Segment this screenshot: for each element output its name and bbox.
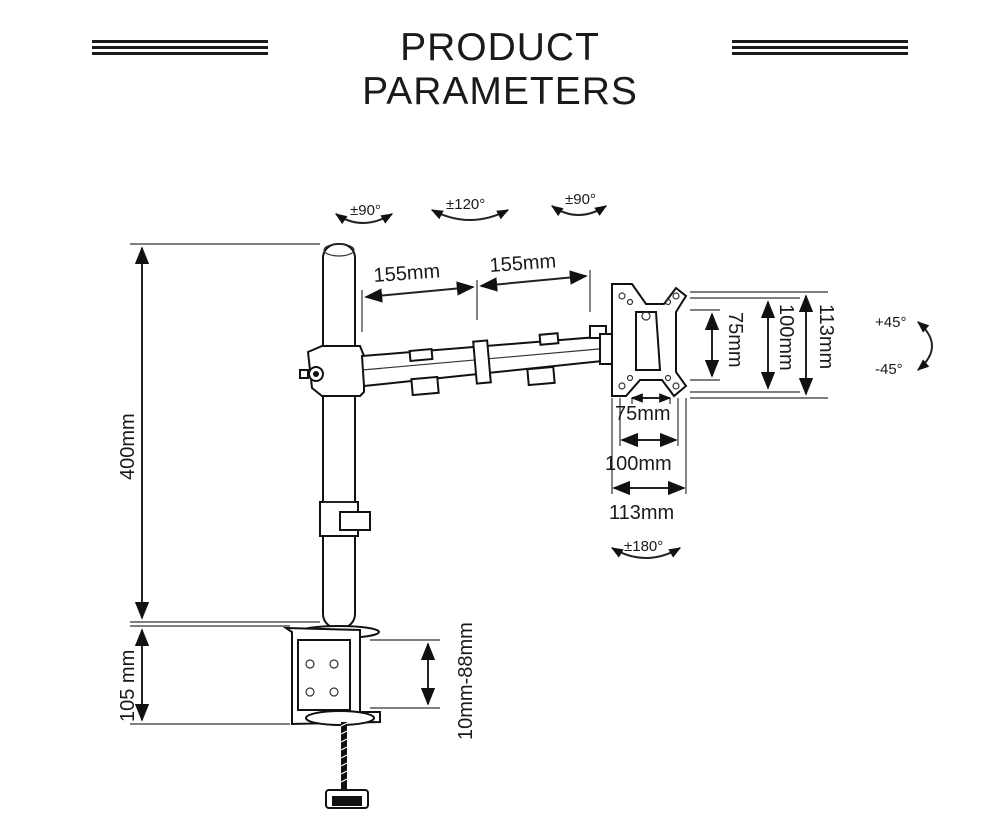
desk-clamp (282, 625, 381, 809)
vesa-width-100-label: 100mm (605, 453, 672, 475)
vesa-height-113-label: 113mm (815, 304, 837, 369)
arm-segment-1-label: 155mm (373, 260, 441, 287)
vesa-plate (611, 283, 688, 398)
pole (319, 243, 371, 629)
tilt-up-label: +45° (875, 314, 906, 331)
clamp-height-label: 105 mm (117, 650, 139, 722)
vesa-width-dimensions (611, 393, 687, 496)
pole-height-dimension (130, 243, 320, 623)
title-decoration-left (92, 40, 268, 56)
vesa-height-75-label: 75mm (724, 312, 746, 368)
arm-length-dimension (361, 270, 591, 332)
title-decoration-right (732, 40, 908, 56)
rotation-label-arm-joint-3: ±90° (565, 191, 596, 208)
arm-segment-2-label: 155mm (489, 250, 557, 277)
vesa-width-75-label: 75mm (615, 403, 671, 425)
desk-thickness-dimension (370, 639, 440, 709)
header: PRODUCT PARAMETERS (0, 22, 1000, 113)
pole-height-label: 400mm (117, 413, 139, 480)
desk-thickness-label: 10mm-88mm (455, 622, 477, 740)
vesa-height-100-label: 100mm (775, 304, 797, 371)
swivel-label: ±180° (624, 538, 663, 555)
rotation-label-arm-joint-1: ±90° (350, 202, 381, 219)
page-title: PRODUCT PARAMETERS (362, 26, 638, 113)
vesa-height-dimensions (690, 291, 828, 399)
clamp-height-dimension (130, 625, 290, 725)
tilt-down-label: -45° (875, 361, 903, 378)
rotation-label-arm-joint-2: ±120° (446, 196, 485, 213)
vesa-width-113-label: 113mm (609, 502, 674, 524)
rotation-arrow-icon (335, 205, 933, 559)
